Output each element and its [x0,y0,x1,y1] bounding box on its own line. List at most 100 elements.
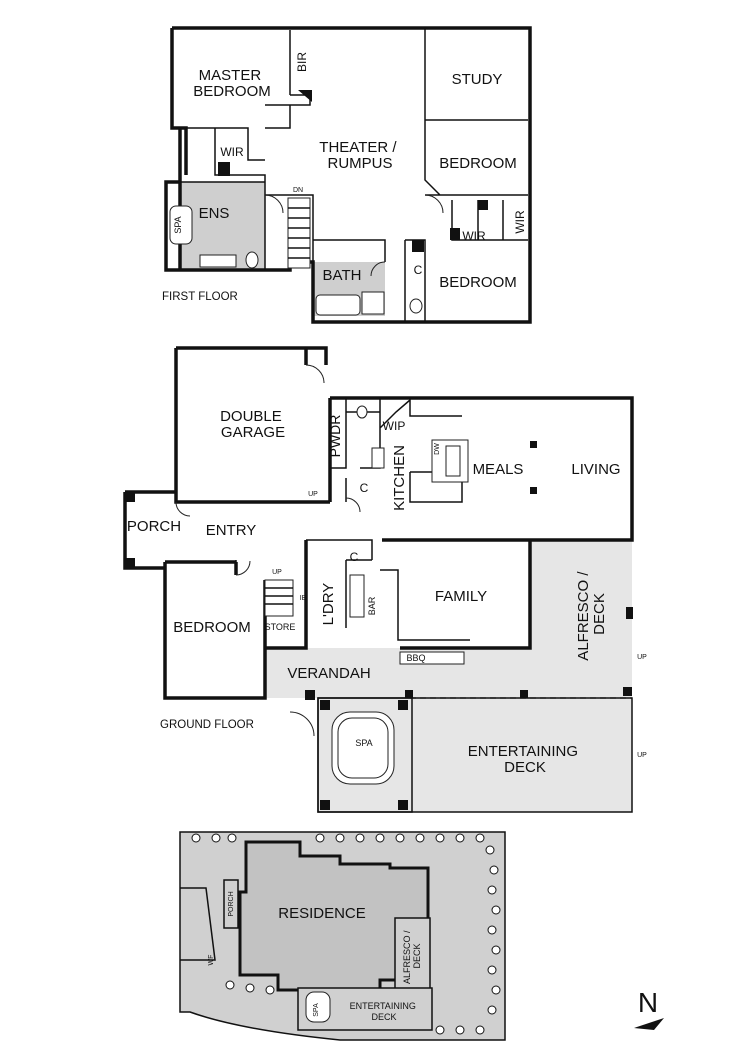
door-swing [424,194,444,214]
door-swing [264,194,284,214]
label-bbq: BBQ [406,653,425,663]
bathtub-fixture [315,294,361,316]
column [320,700,330,710]
wall-block [218,162,230,176]
site-label-entertaining: ENTERTAINING DECK [350,1001,419,1022]
label-porch: PORCH [127,518,181,535]
ground-floor-interior-walls [235,398,470,641]
label-pwdr: PWDR [327,415,343,458]
stairs [287,197,311,269]
label-wir-3: WIR [513,210,527,234]
site-spa [305,991,331,1023]
label-bir: BIR [295,52,309,72]
label-entertaining-deck: ENTERTAINING DECK [468,743,582,776]
column [530,441,537,448]
cooktop-fixture [371,447,385,469]
laundry-bench [349,574,365,618]
column [125,492,135,502]
wall-block [412,240,424,252]
label-kitchen: KITCHEN [391,445,408,511]
boundary-trees [191,833,501,1035]
label-verandah: VERANDAH [287,665,370,682]
site-porch [223,879,239,929]
column [405,690,413,698]
bbq-bench [399,651,465,665]
column [626,607,633,619]
column [398,800,408,810]
wall-block [298,90,312,102]
toilet-fixture [245,251,259,269]
label-spa-ground: SPA [355,738,372,748]
label-store: STORE [265,622,296,632]
wall-block [450,228,460,240]
ground-stairs [264,579,294,617]
label-wir-master: WIR [220,145,244,159]
label-study: STUDY [452,71,503,88]
label-bedroom-3: BEDROOM [439,274,517,291]
ground-floor-title: GROUND FLOOR [160,719,254,731]
toilet-fixture [356,405,368,419]
label-ib: IB [300,595,307,602]
label-spa-ensuite: SPA [173,216,183,233]
toilet-fixture [409,298,423,314]
column [623,687,632,696]
site-label-alfresco: ALFRESCO / DECK [402,928,422,984]
ground-floor-plan: DOUBLE GARAGE PWDR WIP KITCHEN DW MEALS … [123,346,647,813]
entertaining-deck-area [318,698,632,812]
label-wir-2: WIR [462,229,486,243]
door-swing [305,364,325,384]
label-bar: BAR [367,596,377,615]
shower-fixture [361,291,385,315]
spa-pool-inner [337,717,389,779]
north-arrow-icon [634,1018,664,1030]
label-meals: MEALS [473,461,524,478]
column [398,700,408,710]
site-label-porch: PORCH [228,891,235,916]
label-up-deck: UP [637,752,647,759]
label-cupboard: C [414,263,423,277]
compass-letter: N [638,987,658,1018]
label-double-garage: DOUBLE GARAGE [220,408,286,441]
verandah-area [265,648,632,698]
label-ens: ENS [199,205,230,222]
label-theater: THEATER / RUMPUS [319,139,400,172]
door-swing [175,501,191,517]
door-swing [289,711,315,737]
door-swing [345,497,361,513]
label-bedroom-2: BEDROOM [439,155,517,172]
label-up-garage: UP [308,491,318,498]
column [320,800,330,810]
site-garden-bed [180,887,216,961]
label-living: LIVING [571,461,620,478]
label-dw: DW [434,443,441,455]
label-laundry: L'DRY [320,583,337,626]
label-cupboard-laundry: C [350,550,359,564]
column [125,558,135,568]
label-bedroom-ground: BEDROOM [173,619,251,636]
sink-fixture [445,445,461,477]
label-entry: ENTRY [206,522,257,539]
label-bath: BATH [323,267,362,284]
label-wip: WIP [383,419,406,433]
first-floor-plan: MASTER BEDROOM BIR WIR ENS SPA DN THEATE… [162,26,532,324]
label-cupboard-kitchen: C [360,481,369,495]
column [305,690,315,700]
column [530,487,537,494]
column [520,690,528,698]
label-up-alfresco: UP [637,654,647,661]
site-plan: RESIDENCE PORCH WF ALFRESCO / DECK SPA E… [179,831,506,1041]
north-compass: N [634,987,664,1030]
spa-bath-fixture [169,205,193,245]
door-swing [235,560,251,576]
door-swing [370,261,386,277]
vanity-fixture [199,254,237,268]
site-label-wf: WF [208,955,215,966]
site-label-spa: SPA [313,1003,320,1017]
wall-block [478,200,488,210]
label-family: FAMILY [435,588,487,605]
site-label-residence: RESIDENCE [278,905,366,922]
label-master-bedroom: MASTER BEDROOM [193,67,271,100]
label-up-stairs: UP [272,569,282,576]
site-entertaining [297,987,433,1031]
